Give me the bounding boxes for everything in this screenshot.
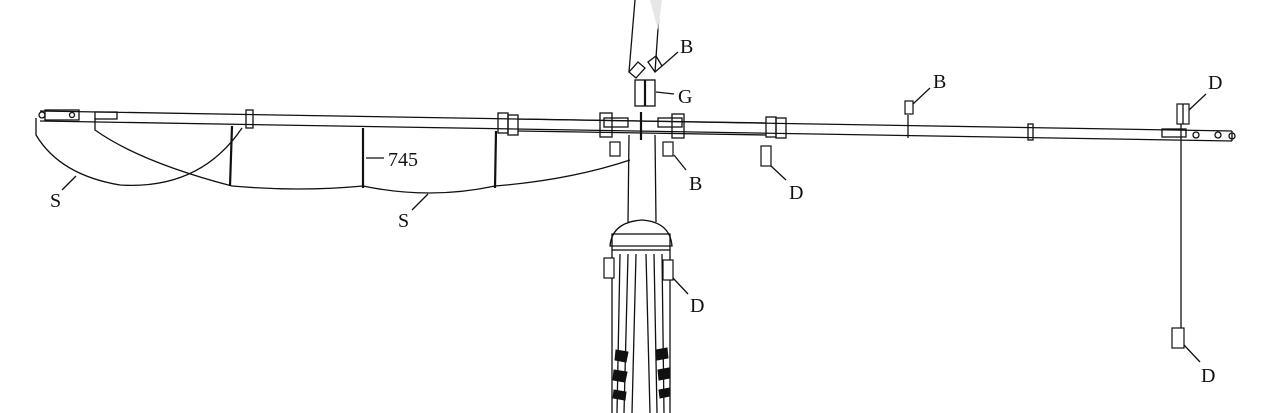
block-b-lower xyxy=(609,141,674,157)
label-b-right: B xyxy=(933,71,946,93)
block-d-top-right xyxy=(1176,103,1190,125)
label-b-top: B xyxy=(680,36,693,58)
leader-lines xyxy=(61,51,1207,363)
block-d-center xyxy=(760,145,772,167)
block-d-mast xyxy=(603,257,674,281)
label-s-mid: S xyxy=(398,210,409,232)
sail xyxy=(35,118,631,194)
main-mast xyxy=(609,134,673,413)
label-745: 745 xyxy=(388,149,418,171)
label-s-left: S xyxy=(50,190,61,212)
block-b-top xyxy=(628,55,663,107)
block-d-bottom-right xyxy=(1171,327,1185,349)
label-b-lower: B xyxy=(689,173,702,195)
upper-mast xyxy=(628,0,662,73)
label-g: G xyxy=(678,86,692,108)
label-d-mast: D xyxy=(690,295,704,317)
label-d-top-right: D xyxy=(1208,72,1222,94)
yard xyxy=(38,109,1236,142)
label-d-bottom-right: D xyxy=(1201,365,1215,387)
label-d-center: D xyxy=(789,182,803,204)
block-b-right xyxy=(904,100,914,115)
